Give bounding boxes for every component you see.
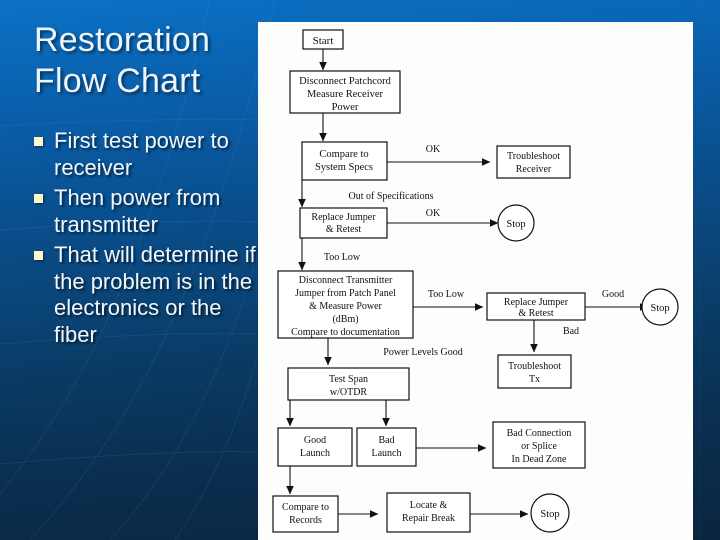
node-line: Jumper from Patch Panel [295,288,396,299]
list-item-label: That will determine if the problem is in… [54,242,256,347]
node-locate-repair-break: Locate & Repair Break [386,492,471,533]
node-line: Disconnect Transmitter [299,275,393,286]
node-troubleshoot-tx: Troubleshoot Tx [497,354,572,389]
node-good-launch: Good Launch [277,427,353,467]
node-line: Compare to documentation [291,327,400,338]
node-compare-system-specs: Compare to System Specs [301,141,388,181]
node-line: Compare to [319,149,368,160]
node-stop-3: Stop [530,493,570,533]
node-line: or Splice [521,441,557,452]
node-line: Launch [300,448,330,459]
node-disconnect-patchcord: Disconnect Patchcord Measure Receiver Po… [289,70,401,114]
flowchart-panel: Start Disconnect Patchcord Measure Recei… [258,22,693,540]
node-compare-to-records: Compare to Records [272,495,339,533]
edge-label-too-low-1: Too Low [324,252,361,263]
bullet-square-icon [34,251,43,260]
node-line: & Retest [326,224,361,235]
node-line: Replace Jumper [504,297,569,308]
list-item-label: First test power to receiver [54,128,229,180]
edge-label-out-of-specifications: Out of Specifications [349,191,434,202]
page-title: Restoration Flow Chart [34,20,269,102]
node-stop-label: Stop [540,509,559,520]
node-line: Tx [529,374,540,385]
node-stop-label: Stop [650,303,669,314]
flowchart-diagram: Start Disconnect Patchcord Measure Recei… [272,29,679,533]
node-replace-jumper-retest-1: Replace Jumper & Retest [299,207,388,239]
node-line: Good [304,435,326,446]
list-item-label: Then power from transmitter [54,185,221,237]
edge-label-bad: Bad [563,326,579,337]
edge-label-ok-1: OK [426,144,441,155]
node-line: System Specs [315,162,373,173]
node-bad-launch: Bad Launch [356,427,417,467]
node-disconnect-transmitter: Disconnect Transmitter Jumper from Patch… [277,270,414,339]
node-line: Bad [378,435,394,446]
node-line: Troubleshoot [508,361,561,372]
node-line: Records [289,515,322,526]
node-line: Compare to [282,502,329,513]
node-line: Bad Connection [507,428,572,439]
node-line: Disconnect Patchcord [299,76,392,87]
node-line: w/OTDR [330,387,368,398]
node-line: Measure Receiver [307,89,384,100]
node-line: (dBm) [332,314,358,325]
node-line: Receiver [516,164,552,175]
node-line: Replace Jumper [311,212,376,223]
page-title-line-1: Restoration [34,21,211,59]
node-stop-1: Stop [497,204,535,242]
node-line: & Measure Power [309,301,382,312]
node-replace-jumper-retest-2: Replace Jumper & Retest [486,292,586,321]
node-stop-2: Stop [641,288,679,326]
node-start: Start [302,29,344,50]
page-title-line-2: Flow Chart [34,62,201,100]
node-line: Repair Break [402,513,455,524]
list-item: That will determine if the problem is in… [34,242,262,348]
bullet-square-icon [34,194,43,203]
node-start-label: Start [313,35,334,47]
bullet-square-icon [34,137,43,146]
edge-label-too-low-2: Too Low [428,289,465,300]
node-troubleshoot-receiver: Troubleshoot Receiver [496,145,571,179]
node-line: Troubleshoot [507,151,560,162]
bullet-list: First test power to receiver Then power … [34,128,262,352]
edge-label-power-levels-good: Power Levels Good [383,347,462,358]
edge-label-ok-2: OK [426,208,441,219]
node-line: Power [332,102,359,113]
node-test-span: Test Span w/OTDR [287,367,410,401]
edge-label-good: Good [602,289,624,300]
node-line: Launch [372,448,402,459]
node-line: Locate & [410,500,448,511]
node-line: Test Span [329,374,368,385]
node-bad-connection: Bad Connection or Splice In Dead Zone [492,421,586,469]
list-item: Then power from transmitter [34,185,262,238]
node-stop-label: Stop [506,219,525,230]
list-item: First test power to receiver [34,128,262,181]
node-line: & Retest [518,308,553,319]
node-line: In Dead Zone [512,454,568,465]
